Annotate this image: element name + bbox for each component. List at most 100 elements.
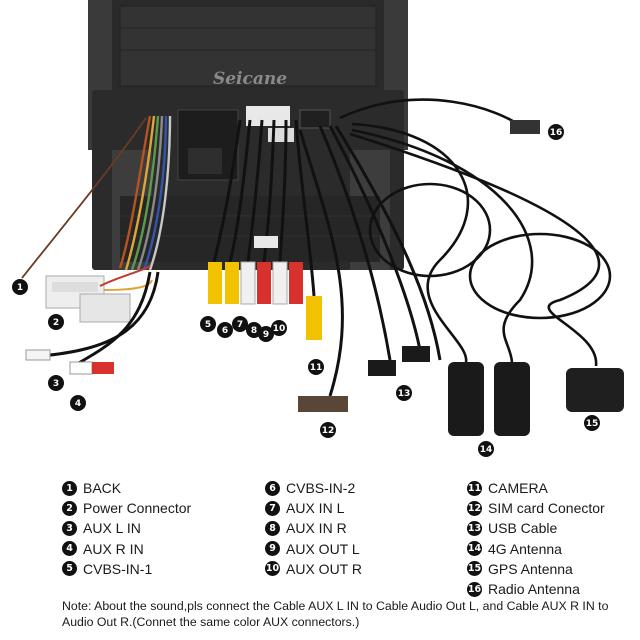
sim-usb-cables bbox=[298, 125, 442, 397]
number-badge: 10 bbox=[265, 561, 280, 577]
legend-label: AUX IN L bbox=[286, 500, 345, 517]
legend-column-1: 1 BACK 2 Power Connector 3 AUX L IN 4 AUX R … bbox=[62, 478, 191, 579]
legend-item: 12 SIM card Conector bbox=[467, 498, 605, 518]
number-badge: 5 bbox=[62, 561, 77, 577]
antenna-cables bbox=[339, 98, 612, 367]
callout-13: 13 bbox=[396, 385, 412, 401]
number-badge: 12 bbox=[467, 500, 482, 516]
callout-6: 6 bbox=[217, 322, 233, 338]
wiring-diagram: Seicane bbox=[12, 0, 624, 457]
legend-item: 3 AUX L IN bbox=[62, 518, 191, 538]
legend-item: 1 BACK bbox=[62, 478, 191, 498]
harness-wires bbox=[21, 115, 172, 279]
callout-3: 3 bbox=[48, 375, 64, 391]
svg-text:13: 13 bbox=[398, 389, 411, 399]
callout-7: 7 bbox=[232, 316, 248, 332]
svg-text:5: 5 bbox=[205, 320, 211, 330]
svg-text:15: 15 bbox=[586, 419, 599, 429]
svg-text:16: 16 bbox=[550, 128, 563, 138]
legend-label: AUX OUT L bbox=[286, 540, 360, 557]
legend-label: BACK bbox=[83, 480, 122, 496]
svg-text:4: 4 bbox=[75, 399, 81, 409]
number-badge: 3 bbox=[62, 521, 77, 536]
callout-9: 9 bbox=[258, 326, 274, 342]
legend-item: 9 AUX OUT L bbox=[265, 539, 362, 559]
number-badge: 14 bbox=[467, 541, 482, 557]
legend-item: 4 AUX R IN bbox=[62, 539, 191, 559]
callout-1: 1 bbox=[12, 279, 28, 295]
number-badge: 7 bbox=[265, 500, 280, 516]
number-badge: 2 bbox=[62, 500, 77, 516]
legend-item: 14 4G Antenna bbox=[467, 539, 605, 559]
rca-bundle bbox=[208, 119, 303, 305]
callout-10: 10 bbox=[271, 320, 287, 336]
svg-text:12: 12 bbox=[322, 426, 335, 436]
4g-antenna-right bbox=[494, 362, 530, 436]
camera-cable bbox=[294, 119, 322, 340]
legend-item: 15 GPS Antenna bbox=[467, 559, 605, 579]
legend-label: CVBS-IN-2 bbox=[286, 480, 356, 496]
usb-plug bbox=[368, 360, 396, 376]
legend-label: AUX L IN bbox=[83, 520, 141, 537]
legend-item: 2 Power Connector bbox=[62, 498, 191, 518]
svg-text:10: 10 bbox=[273, 324, 286, 334]
brand-logo: Seicane bbox=[213, 69, 287, 89]
callout-14: 14 bbox=[478, 441, 494, 457]
sim-connector bbox=[298, 396, 348, 412]
usb-plug-2 bbox=[402, 346, 430, 362]
legend-item: 16 Radio Antenna bbox=[467, 579, 605, 599]
4g-antenna-left bbox=[448, 362, 484, 436]
number-badge: 15 bbox=[467, 561, 482, 577]
legend-item: 7 AUX IN L bbox=[265, 498, 362, 518]
number-badge: 16 bbox=[467, 581, 482, 597]
callout-16: 16 bbox=[548, 124, 564, 140]
legend-label: AUX OUT R bbox=[286, 560, 362, 577]
svg-text:11: 11 bbox=[310, 363, 323, 373]
legend-item: 11 CAMERA bbox=[467, 478, 605, 498]
svg-text:1: 1 bbox=[17, 283, 23, 293]
callout-2: 2 bbox=[48, 314, 64, 330]
legend-label: SIM card Conector bbox=[488, 500, 605, 517]
svg-text:8: 8 bbox=[251, 326, 257, 336]
number-badge: 8 bbox=[265, 521, 280, 536]
power-connector bbox=[45, 265, 153, 323]
svg-text:6: 6 bbox=[222, 326, 228, 336]
legend-label: GPS Antenna bbox=[488, 560, 573, 577]
number-badge: 11 bbox=[467, 480, 482, 496]
aux-in-cables bbox=[25, 271, 160, 375]
callout-11: 11 bbox=[308, 359, 324, 375]
number-badge: 4 bbox=[62, 541, 77, 557]
callout-4: 4 bbox=[70, 395, 86, 411]
svg-text:9: 9 bbox=[263, 330, 269, 340]
head-unit: Seicane bbox=[88, 0, 408, 270]
legend-item: 10 AUX OUT R bbox=[265, 559, 362, 579]
legend-item: 5 CVBS-IN-1 bbox=[62, 559, 191, 579]
legend-label: Radio Antenna bbox=[488, 581, 580, 598]
callout-15: 15 bbox=[584, 415, 600, 431]
svg-text:2: 2 bbox=[53, 318, 59, 328]
number-badge: 9 bbox=[265, 541, 280, 557]
sound-note: Note: About the sound,pls connect the Ca… bbox=[62, 599, 609, 629]
legend-label: 4G Antenna bbox=[488, 540, 562, 557]
callout-12: 12 bbox=[320, 422, 336, 438]
legend-label: CAMERA bbox=[488, 480, 548, 496]
legend-label: USB Cable bbox=[488, 520, 558, 537]
callout-5: 5 bbox=[200, 316, 216, 332]
gps-antenna bbox=[566, 368, 624, 412]
number-badge: 1 bbox=[62, 480, 77, 496]
svg-text:7: 7 bbox=[237, 320, 243, 330]
legend-item: 8 AUX IN R bbox=[265, 518, 362, 538]
legend-label: CVBS-IN-1 bbox=[83, 560, 153, 577]
svg-text:3: 3 bbox=[53, 379, 59, 389]
number-badge: 6 bbox=[265, 480, 280, 496]
svg-text:14: 14 bbox=[480, 445, 493, 455]
callouts: 1 2 3 4 5 6 7 8 9 10 11 12 13 14 15 16 bbox=[12, 124, 600, 457]
legend-label: AUX R IN bbox=[83, 540, 144, 557]
legend-label: AUX IN R bbox=[286, 520, 347, 537]
legend-label: Power Connector bbox=[83, 500, 192, 517]
radio-antenna-plug bbox=[510, 120, 540, 134]
legend-item: 6 CVBS-IN-2 bbox=[265, 478, 362, 498]
